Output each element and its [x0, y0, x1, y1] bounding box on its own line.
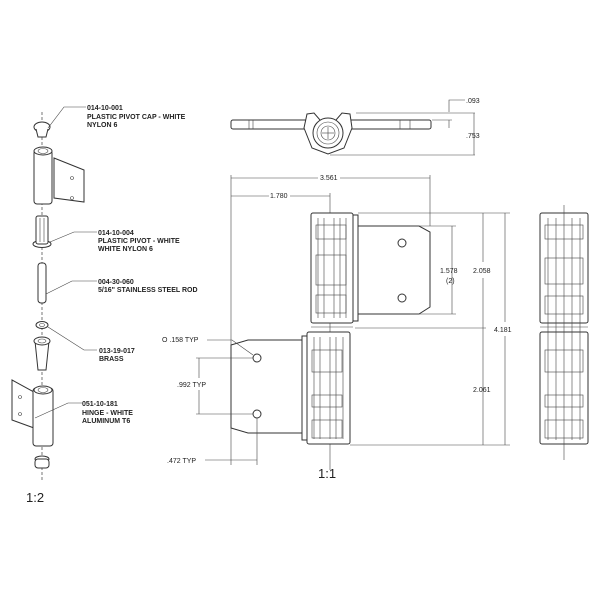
screw-hole: [397, 293, 407, 303]
part-number: 013-19-017: [99, 348, 135, 355]
part-number: 014-10-001: [87, 105, 123, 112]
dim-depth: .753: [466, 133, 480, 140]
top-view: .093 .753: [230, 98, 480, 156]
bottom-cap-part: [34, 455, 50, 469]
screw-hole: [252, 409, 262, 419]
exploded-view: 014-10-001 PLASTIC PIVOT CAP - WHITE NYL…: [11, 105, 198, 505]
dim-overall-width: 3.561: [320, 175, 338, 182]
dim-hole-spacing-lower: .992 TYP: [177, 382, 206, 389]
dim-half-width: 1.780: [270, 193, 288, 200]
part-desc: PLASTIC PIVOT CAP - WHITE: [87, 114, 186, 121]
dim-lower-height: 2.061: [473, 387, 491, 394]
upper-hinge-part: [33, 146, 85, 205]
side-view: [539, 205, 589, 460]
steel-rod-part: [37, 262, 47, 304]
screw-hole: [397, 238, 407, 248]
upper-leaf: [357, 225, 431, 315]
dim-upper-height: 2.058: [473, 268, 491, 275]
part-number: 051-10-181: [82, 401, 118, 408]
plastic-pivot-part: [32, 215, 52, 248]
plastic-pivot-lower-part: [33, 336, 51, 371]
dim-hole-count: (2): [446, 278, 455, 285]
lower-hinge-part: [11, 379, 54, 447]
upper-knuckle: [310, 212, 354, 324]
part-desc: WHITE NYLON 6: [98, 246, 153, 253]
front-view: 3.561 1.780: [162, 175, 512, 481]
lower-knuckle: [306, 331, 351, 445]
part-desc: PLASTIC PIVOT - WHITE: [98, 238, 180, 245]
dim-hole-diameter: O .158 TYP: [162, 337, 199, 344]
dim-overall-height: 4.181: [494, 327, 512, 334]
part-desc: HINGE - WHITE: [82, 410, 133, 417]
part-desc: NYLON 6: [87, 122, 117, 129]
part-number: 004-30-060: [98, 279, 134, 286]
part-desc: BRASS: [99, 356, 124, 363]
dim-thickness: .093: [466, 98, 480, 105]
part-desc: ALUMINUM T6: [82, 418, 130, 425]
scale-label: 1:2: [26, 490, 44, 505]
scale-label: 1:1: [318, 466, 336, 481]
part-number: 014-10-004: [98, 230, 134, 237]
part-desc: 5/16" STAINLESS STEEL ROD: [98, 287, 198, 294]
dim-hole-spacing-upper: 1.578: [440, 268, 458, 275]
brass-washer-part: [35, 321, 49, 329]
screw-hole: [252, 353, 262, 363]
dim-hole-edge: .472 TYP: [167, 458, 196, 465]
lower-leaf: [230, 339, 303, 434]
pivot-cap-part: [33, 121, 51, 138]
